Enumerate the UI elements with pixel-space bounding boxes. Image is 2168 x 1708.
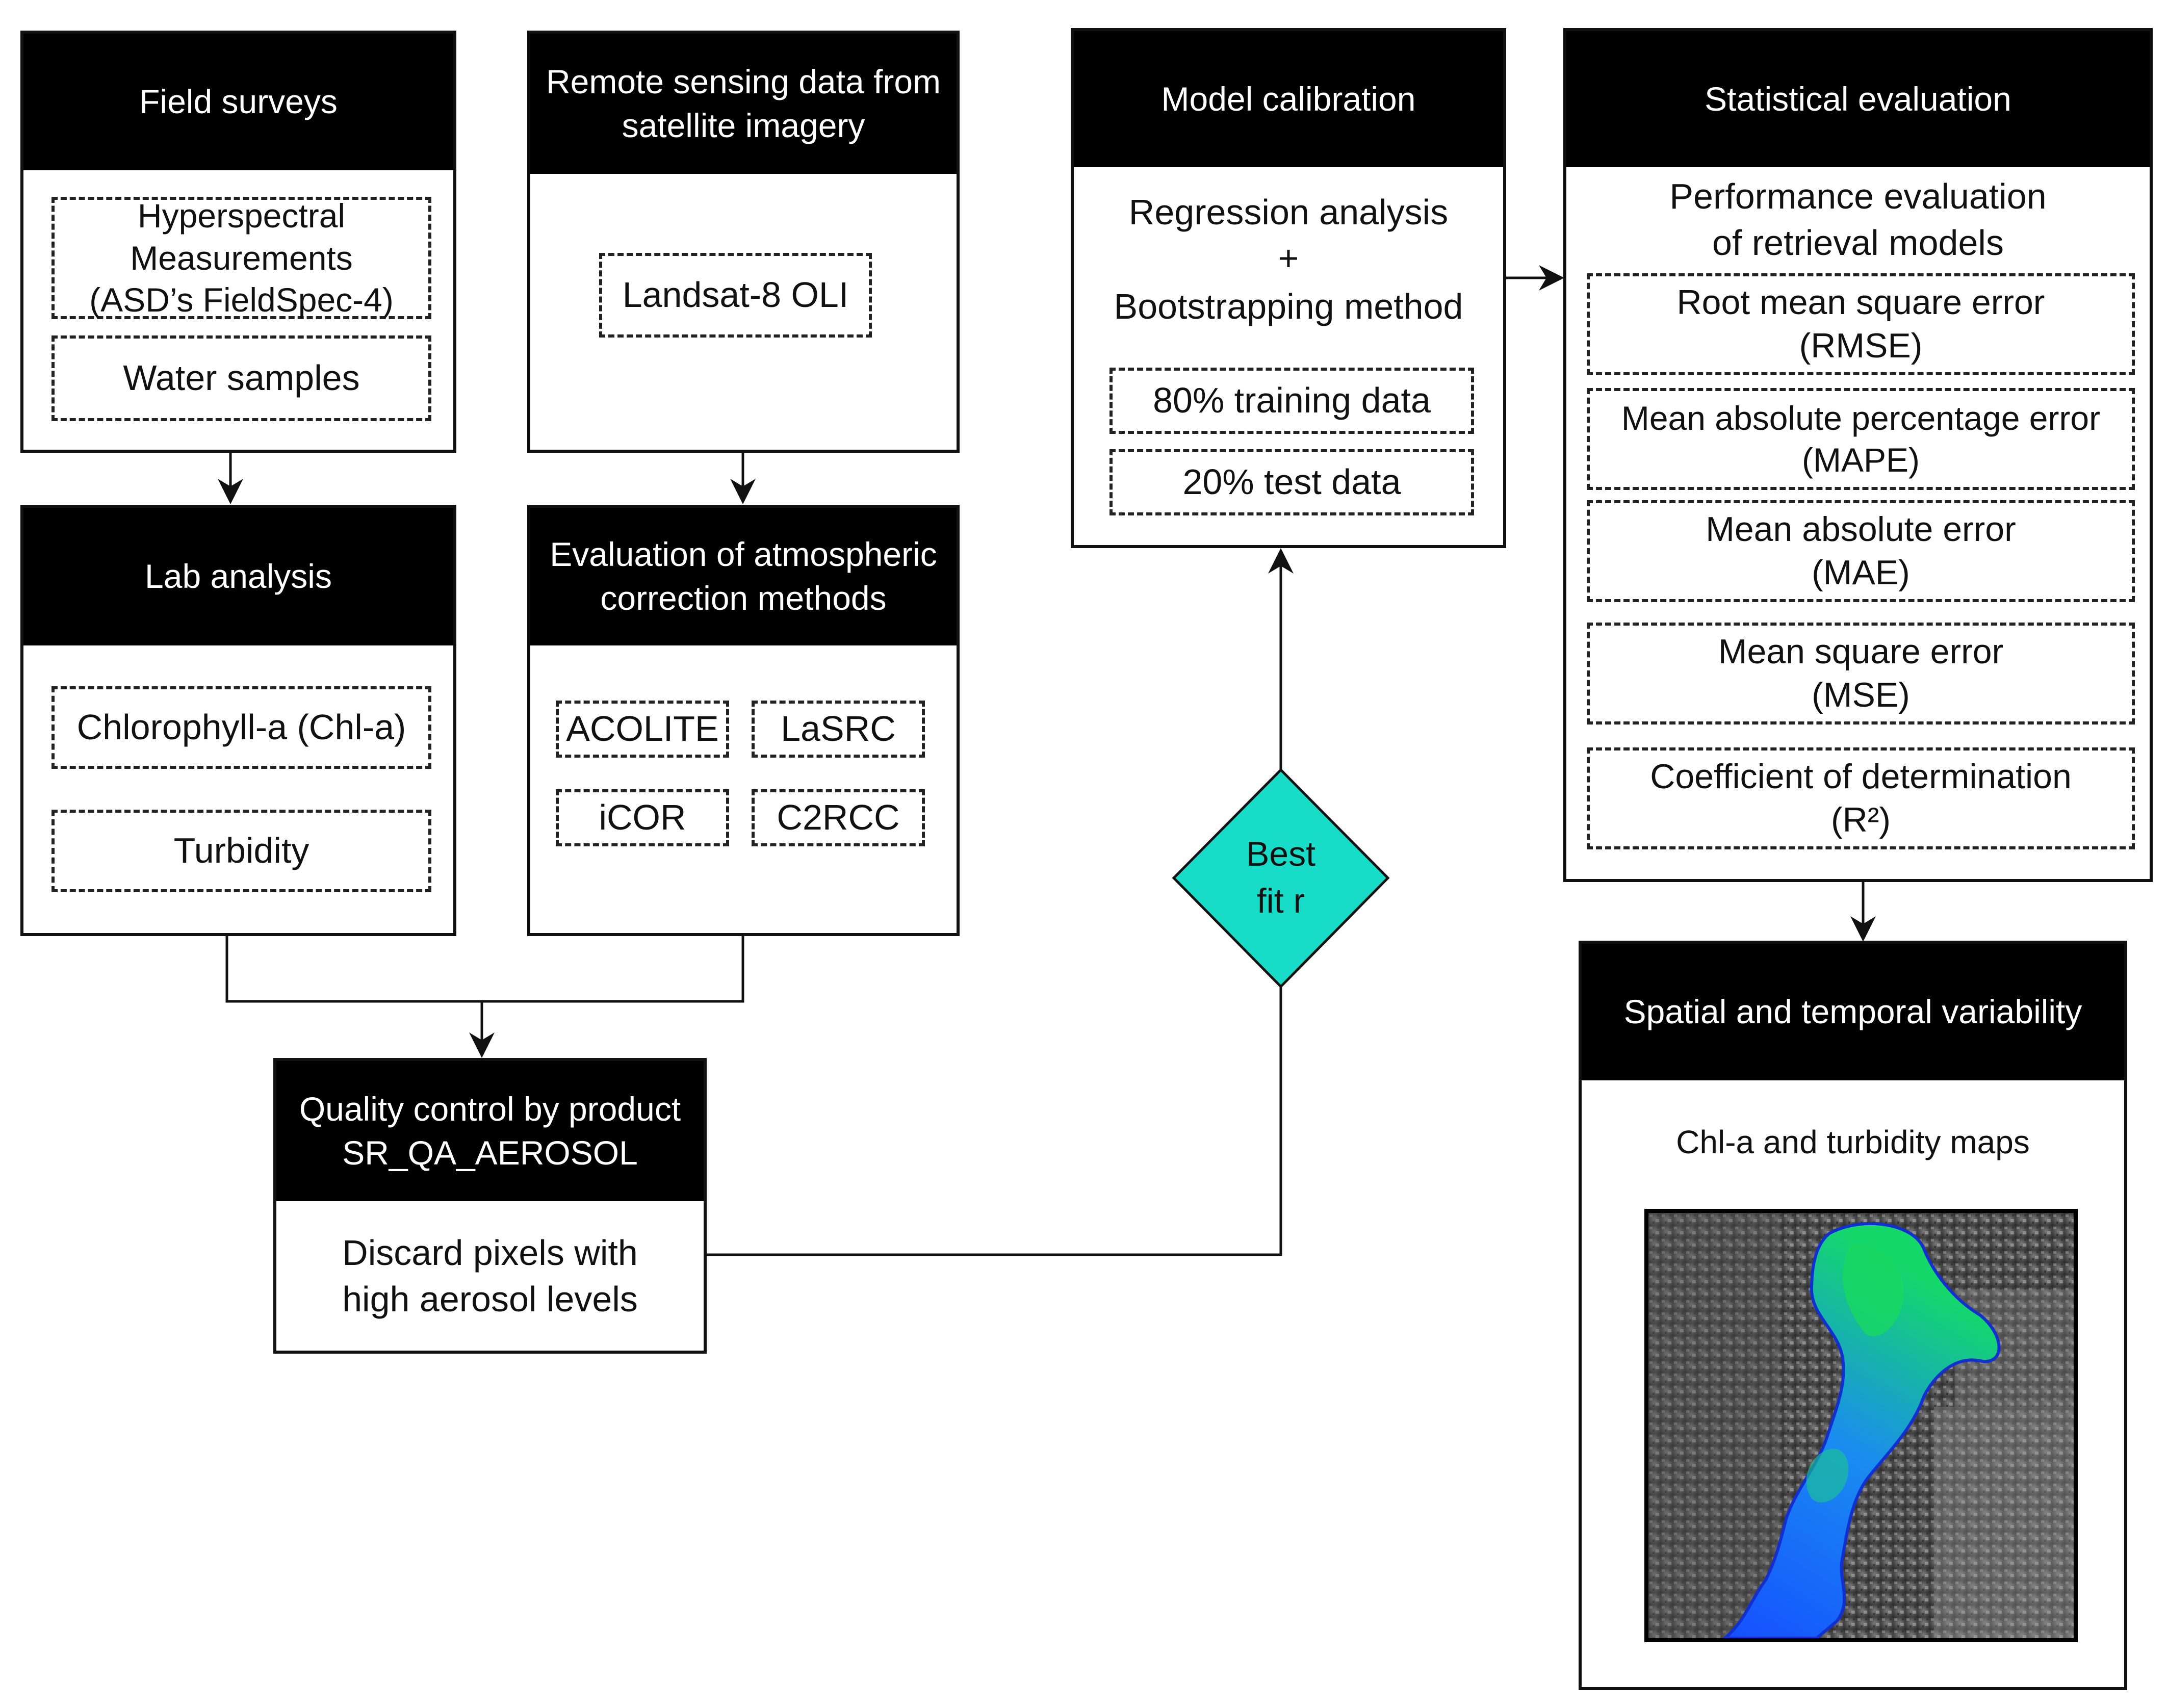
spatial-temporal-box: Spatial and temporal variability Chl-a a… [1579, 941, 2127, 1690]
statistical-evaluation-box: Statistical evaluation Performance evalu… [1563, 28, 2153, 882]
acolite-item: ACOLITE [556, 701, 729, 758]
atmospheric-correction-box: Evaluation of atmospheric correction met… [527, 505, 960, 936]
remote-sensing-title: Remote sensing data from satellite image… [530, 34, 957, 174]
statistical-evaluation-title: Statistical evaluation [1566, 31, 2150, 167]
quality-control-box: Quality control by product SR_QA_AEROSOL… [273, 1058, 707, 1354]
mse-item: Mean square error (MSE) [1587, 623, 2135, 724]
connector-quality-to-bestfit [707, 987, 1282, 1256]
mae-item: Mean absolute error (MAE) [1587, 500, 2135, 602]
water-body [1722, 1222, 2001, 1638]
test-data-item: 20% test data [1109, 449, 1474, 515]
turbidity-item: Turbidity [51, 810, 431, 892]
icor-item: iCOR [556, 789, 729, 846]
plus-sign: + [1278, 238, 1299, 278]
r2-item: Coefficient of determination (R²) [1587, 747, 2135, 849]
hyperspectral-measurements-item: Hyperspectral Measurements (ASD’s FieldS… [51, 197, 431, 319]
c2rcc-item: C2RCC [752, 789, 925, 846]
lab-analysis-title: Lab analysis [23, 508, 453, 645]
model-calibration-box: Model calibration Regression analysis + … [1071, 28, 1506, 548]
rmse-item: Root mean square error (RMSE) [1587, 273, 2135, 375]
regression-analysis-text: Regression analysis [1128, 192, 1449, 232]
satellite-map-graphic [1648, 1213, 2074, 1638]
training-data-item: 80% training data [1109, 368, 1474, 434]
best-fit-diamond [1172, 768, 1390, 989]
chl-turbidity-map-image [1644, 1209, 2078, 1642]
model-calibration-title: Model calibration [1074, 31, 1503, 167]
field-surveys-box: Field surveys Hyperspectral Measurements… [20, 31, 456, 453]
performance-evaluation-text: Performance evaluation of retrieval mode… [1669, 176, 2047, 263]
lasrc-item: LaSRC [752, 701, 925, 758]
spatial-temporal-title: Spatial and temporal variability [1582, 944, 2124, 1080]
mape-item: Mean absolute percentage error (MAPE) [1587, 388, 2135, 490]
chlorophyll-item: Chlorophyll-a (Chl-a) [51, 686, 431, 769]
best-fit-label: Best fit r [1246, 835, 1316, 920]
landsat-item: Landsat-8 OLI [599, 253, 872, 338]
atmospheric-correction-title: Evaluation of atmospheric correction met… [530, 508, 957, 645]
field-surveys-title: Field surveys [23, 34, 453, 170]
remote-sensing-box: Remote sensing data from satellite image… [527, 31, 960, 453]
water-samples-item: Water samples [51, 335, 431, 421]
quality-control-title: Quality control by product SR_QA_AEROSOL [276, 1061, 704, 1201]
connector-lab-atmospheric [225, 936, 744, 1003]
discard-pixels-text: Discard pixels with high aerosol levels [342, 1232, 638, 1319]
bootstrapping-method-text: Bootstrapping method [1114, 286, 1463, 326]
maps-caption: Chl-a and turbidity maps [1676, 1124, 2030, 1161]
lab-analysis-box: Lab analysis Chlorophyll-a (Chl-a) Turbi… [20, 505, 456, 936]
